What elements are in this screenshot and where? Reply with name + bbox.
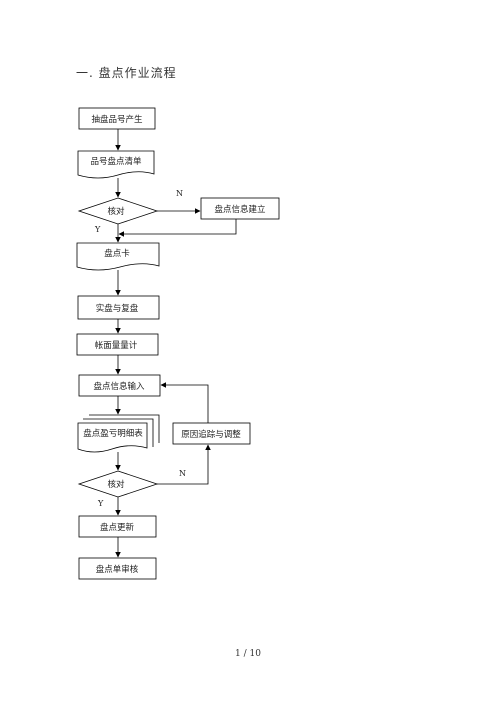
node-count-box bbox=[77, 295, 160, 320]
node-info-setup-box bbox=[200, 197, 280, 220]
decision-2-label: 核对 bbox=[107, 479, 125, 490]
node-summary-label: 帐面量量计 bbox=[95, 340, 138, 351]
node-generate-box bbox=[78, 107, 156, 130]
node-audit-box bbox=[78, 557, 157, 580]
node-info-setup-label: 盘点信息建立 bbox=[214, 204, 266, 215]
node-list-shape bbox=[77, 150, 155, 179]
node-list-label: 品号盘点清单 bbox=[90, 156, 142, 167]
node-input-box bbox=[78, 374, 161, 397]
edge-check2-trace bbox=[157, 444, 211, 485]
decision-1-label: 核对 bbox=[107, 206, 125, 217]
page-title: 一. 盘点作业流程 bbox=[76, 66, 177, 80]
decision-2-yes-label: Y bbox=[97, 499, 104, 508]
node-count-label: 实盘与复盘 bbox=[96, 303, 139, 314]
node-input-label: 盘点信息输入 bbox=[93, 381, 145, 392]
decision-1-no-label: N bbox=[176, 189, 183, 198]
node-card-shape bbox=[76, 242, 160, 271]
node-diff-report-back2 bbox=[89, 414, 160, 443]
decision-1-yes-label: Y bbox=[94, 225, 101, 234]
decision-2-no-label: N bbox=[179, 469, 186, 478]
node-generate-label: 抽盘品号产生 bbox=[91, 114, 143, 125]
node-audit-label: 盘点单审核 bbox=[96, 564, 139, 575]
edge-info-setup-return bbox=[118, 219, 237, 237]
node-card-label: 盘点卡 bbox=[104, 248, 130, 259]
node-update-label: 盘点更新 bbox=[100, 522, 135, 533]
node-trace-label: 原因追踪与调整 bbox=[181, 429, 241, 440]
node-trace-box bbox=[172, 422, 251, 445]
node-diff-report-back1 bbox=[83, 418, 154, 447]
node-summary-box bbox=[76, 333, 159, 356]
edge-trace-input bbox=[160, 382, 209, 423]
page-number: 1 / 10 bbox=[235, 649, 261, 659]
node-update-box bbox=[78, 515, 157, 538]
node-diff-report-label: 盘点盈亏明细表 bbox=[83, 428, 143, 439]
node-diff-report-shape bbox=[77, 422, 148, 453]
